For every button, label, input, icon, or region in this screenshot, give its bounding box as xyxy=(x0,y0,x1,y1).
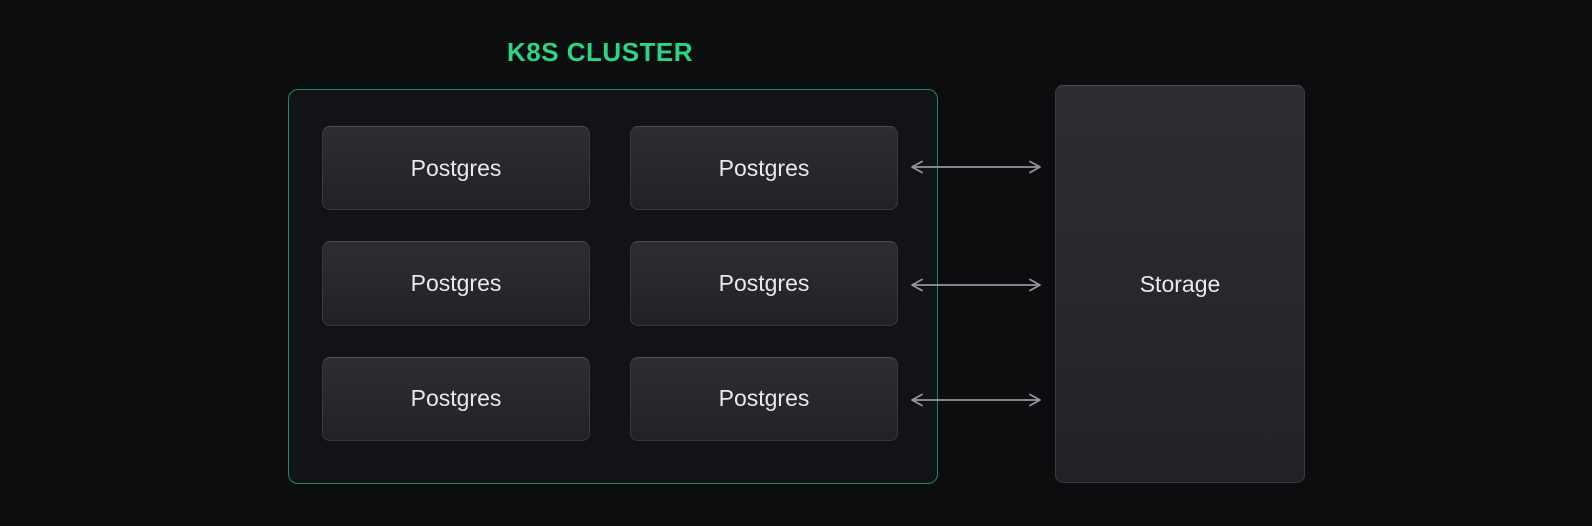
postgres-node: Postgres xyxy=(322,356,590,441)
bidirectional-arrow-icon xyxy=(906,275,1046,295)
postgres-node: Postgres xyxy=(322,241,590,326)
k8s-cluster-container: Postgres Postgres Postgres Postgres Post… xyxy=(288,89,938,484)
bidirectional-arrow-icon xyxy=(906,390,1046,410)
postgres-node: Postgres xyxy=(630,356,898,441)
postgres-node: Postgres xyxy=(630,241,898,326)
postgres-node: Postgres xyxy=(630,126,898,211)
cluster-title: K8S CLUSTER xyxy=(506,37,694,67)
storage-node: Storage xyxy=(1055,85,1305,483)
storage-label: Storage xyxy=(1139,270,1221,297)
bidirectional-arrow-icon xyxy=(906,157,1046,177)
postgres-node: Postgres xyxy=(322,126,590,211)
